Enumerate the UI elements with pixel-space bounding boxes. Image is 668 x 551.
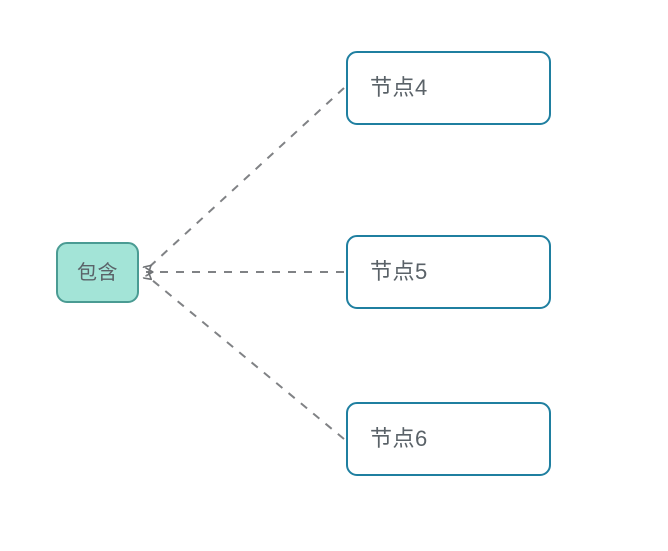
node-label: 节点4 [370,75,428,100]
node-target-jiedian5[interactable]: 节点5 [346,235,551,309]
edge-node4-to-source [146,87,345,270]
node-source-baohan[interactable]: 包含 [56,242,139,303]
node-target-jiedian4[interactable]: 节点4 [346,51,551,125]
edge-node6-to-source [146,275,345,440]
node-label: 包含 [77,261,118,284]
node-label: 节点5 [370,259,428,284]
node-target-jiedian6[interactable]: 节点6 [346,402,551,476]
node-label: 节点6 [370,426,428,451]
